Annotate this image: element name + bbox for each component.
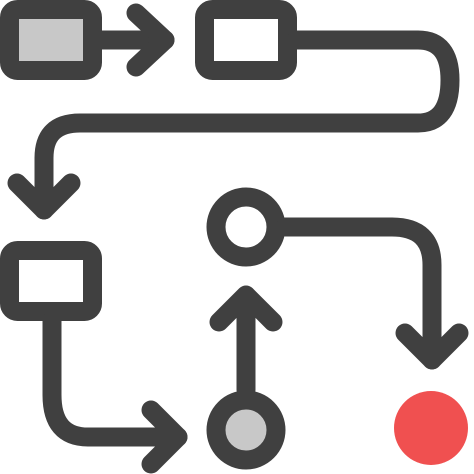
arrow-head [395,323,469,370]
arrow-head [141,400,188,474]
step-box-filled [0,0,102,80]
node-circle-outline [206,187,286,267]
arrow-head [209,285,283,332]
end-node-dot [394,391,468,465]
step-box-outline [0,241,102,321]
up-arrow-icon [209,285,283,400]
connector-curve [34,30,460,220]
right-arrow-icon [42,310,188,474]
connector-curve [42,310,188,447]
arrow-head [7,173,81,220]
node-circle-filled [206,390,286,470]
down-arrow-icon [275,217,469,370]
arrow-head [126,3,175,77]
right-arrow-icon [92,3,175,77]
down-arrow-icon [7,30,460,220]
step-box-outline [195,0,297,80]
connector-curve [275,217,442,370]
